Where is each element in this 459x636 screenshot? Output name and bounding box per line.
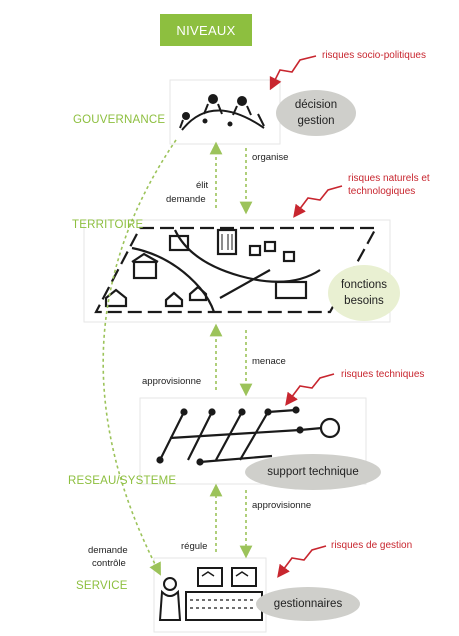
service-oval-text: gestionnaires (273, 598, 343, 610)
edge-label-organise: organise (252, 152, 289, 163)
arrow-demande-controle (102, 139, 177, 576)
reseau-oval (245, 454, 381, 490)
service-sketch (158, 567, 263, 621)
territoire-oval-text: fonctions besoins (328, 265, 400, 321)
edge-label-controle: contrôle (92, 558, 126, 569)
edge-label-elit: élit (196, 180, 209, 191)
bubble-fonctions: fonctions (340, 279, 388, 291)
title-box: NIVEAUX (160, 14, 252, 46)
gouvernance-oval-text: décision gestion (276, 90, 356, 136)
bubble-decision: décision (294, 99, 338, 111)
risk-arrow-naturels (293, 185, 343, 218)
reseau-sketch (156, 406, 341, 466)
risk-naturels: risques naturels et technologiques (348, 172, 430, 198)
risk-naturels-line1: risques naturels et (348, 173, 430, 184)
risk-arrow-socio (269, 55, 317, 91)
service-oval (256, 587, 360, 621)
territoire-panel (83, 219, 391, 323)
risk-naturels-line2: technologiques (348, 186, 416, 197)
edge-label-menace: menace (252, 356, 286, 367)
reseau-oval-text: support technique (267, 466, 359, 478)
gouvernance-panel (169, 79, 281, 145)
risk-arrow-techniques (285, 373, 335, 406)
risk-socio-politiques: risques socio-politiques (322, 50, 426, 61)
edge-label-approvisionne-right: approvisionne (252, 500, 312, 511)
edge-label-regule: régule (181, 541, 208, 552)
risk-arrow-gestion (277, 545, 327, 578)
edge-label-approvisionne-left: approvisionne (142, 376, 202, 387)
territoire-sketch (94, 226, 378, 314)
level-label-territoire: TERRITOIRE (72, 219, 144, 231)
level-label-service: SERVICE (76, 580, 128, 592)
gouvernance-sketch (179, 94, 265, 131)
reseau-panel (139, 397, 367, 485)
edge-label-demande: demande (166, 194, 206, 205)
gouvernance-oval (276, 90, 356, 136)
risk-techniques: risques techniques (341, 369, 425, 380)
risk-gestion: risques de gestion (331, 540, 413, 551)
edge-label-demande2: demande (88, 545, 128, 556)
bubble-besoins: besoins (344, 295, 384, 307)
bubble-gestion: gestion (297, 115, 335, 127)
level-label-gouvernance: GOUVERNANCE (73, 114, 166, 126)
level-label-reseau: RESEAU/SYSTEME (68, 475, 177, 487)
territoire-oval (328, 265, 400, 321)
